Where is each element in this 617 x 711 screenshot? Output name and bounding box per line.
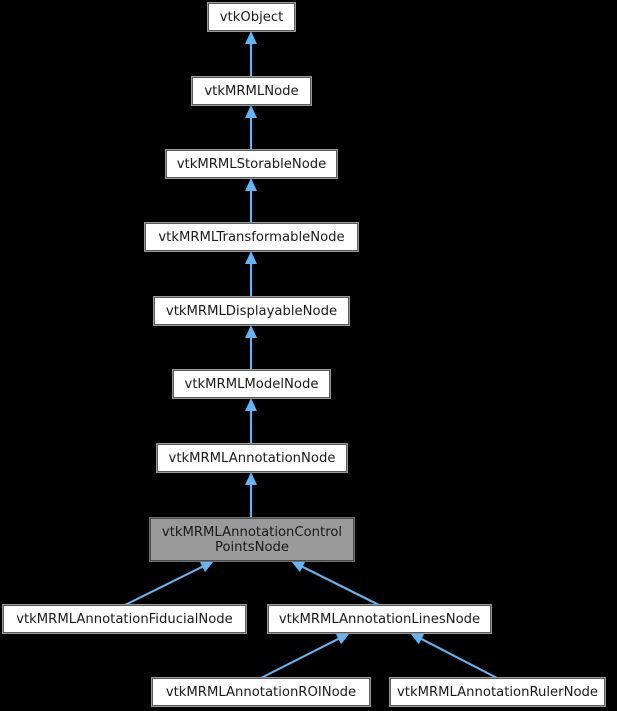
inheritance-arrow bbox=[245, 105, 257, 150]
inheritance-arrow bbox=[245, 472, 257, 518]
inheritance-arrow bbox=[291, 561, 380, 606]
inheritance-arrow bbox=[245, 325, 257, 370]
class-node-vtkmrmlannotationroinode[interactable]: vtkMRMLAnnotationROINode bbox=[151, 677, 371, 707]
inheritance-arrow bbox=[245, 31, 257, 77]
class-node-vtkobject[interactable]: vtkObject bbox=[207, 2, 296, 32]
class-node-vtkmrmlannotationlinesnode[interactable]: vtkMRMLAnnotationLinesNode bbox=[267, 604, 492, 634]
class-node-label: vtkMRMLAnnotationFiducialNode bbox=[16, 611, 233, 627]
class-node-vtkmrmlannotationcontrolpointsnode[interactable]: vtkMRMLAnnotationControl PointsNode bbox=[149, 517, 355, 562]
inheritance-arrow bbox=[124, 561, 214, 606]
class-node-label: vtkMRMLStorableNode bbox=[176, 156, 327, 172]
inheritance-arrow bbox=[245, 398, 257, 444]
class-node-label: vtkMRMLTransformableNode bbox=[158, 229, 345, 245]
class-node-vtkmrmlannotationrulernode[interactable]: vtkMRMLAnnotationRulerNode bbox=[389, 677, 606, 707]
class-node-vtkmrmltransformablenode[interactable]: vtkMRMLTransformableNode bbox=[144, 222, 359, 252]
class-node-label: vtkMRMLAnnotationLinesNode bbox=[278, 611, 481, 627]
class-node-vtkmrmlannotationnode[interactable]: vtkMRMLAnnotationNode bbox=[156, 443, 348, 473]
class-node-label: vtkMRMLModelNode bbox=[184, 376, 319, 392]
class-node-label: vtkObject bbox=[219, 9, 284, 25]
inheritance-arrow bbox=[245, 178, 257, 223]
class-node-label: vtkMRMLAnnotationROINode bbox=[165, 684, 357, 700]
class-node-label: vtkMRMLDisplayableNode bbox=[165, 303, 338, 319]
inheritance-arrow bbox=[245, 251, 257, 297]
class-node-vtkmrmlannotationfiducialnode[interactable]: vtkMRMLAnnotationFiducialNode bbox=[2, 604, 247, 634]
inheritance-arrow bbox=[410, 633, 498, 679]
class-node-label: vtkMRMLAnnotationControl PointsNode bbox=[161, 524, 343, 555]
inheritance-arrow bbox=[260, 633, 350, 679]
class-node-label: vtkMRMLAnnotationNode bbox=[168, 450, 336, 466]
class-node-label: vtkMRMLNode bbox=[204, 83, 299, 99]
class-node-vtkmrmlmodelnode[interactable]: vtkMRMLModelNode bbox=[172, 369, 331, 399]
class-node-vtkmrmldisplayablenode[interactable]: vtkMRMLDisplayableNode bbox=[153, 296, 350, 326]
class-node-vtkmrmlstorablenode[interactable]: vtkMRMLStorableNode bbox=[165, 149, 338, 179]
class-node-vtkmrmlnode[interactable]: vtkMRMLNode bbox=[191, 76, 312, 106]
class-node-label: vtkMRMLAnnotationRulerNode bbox=[396, 684, 599, 700]
